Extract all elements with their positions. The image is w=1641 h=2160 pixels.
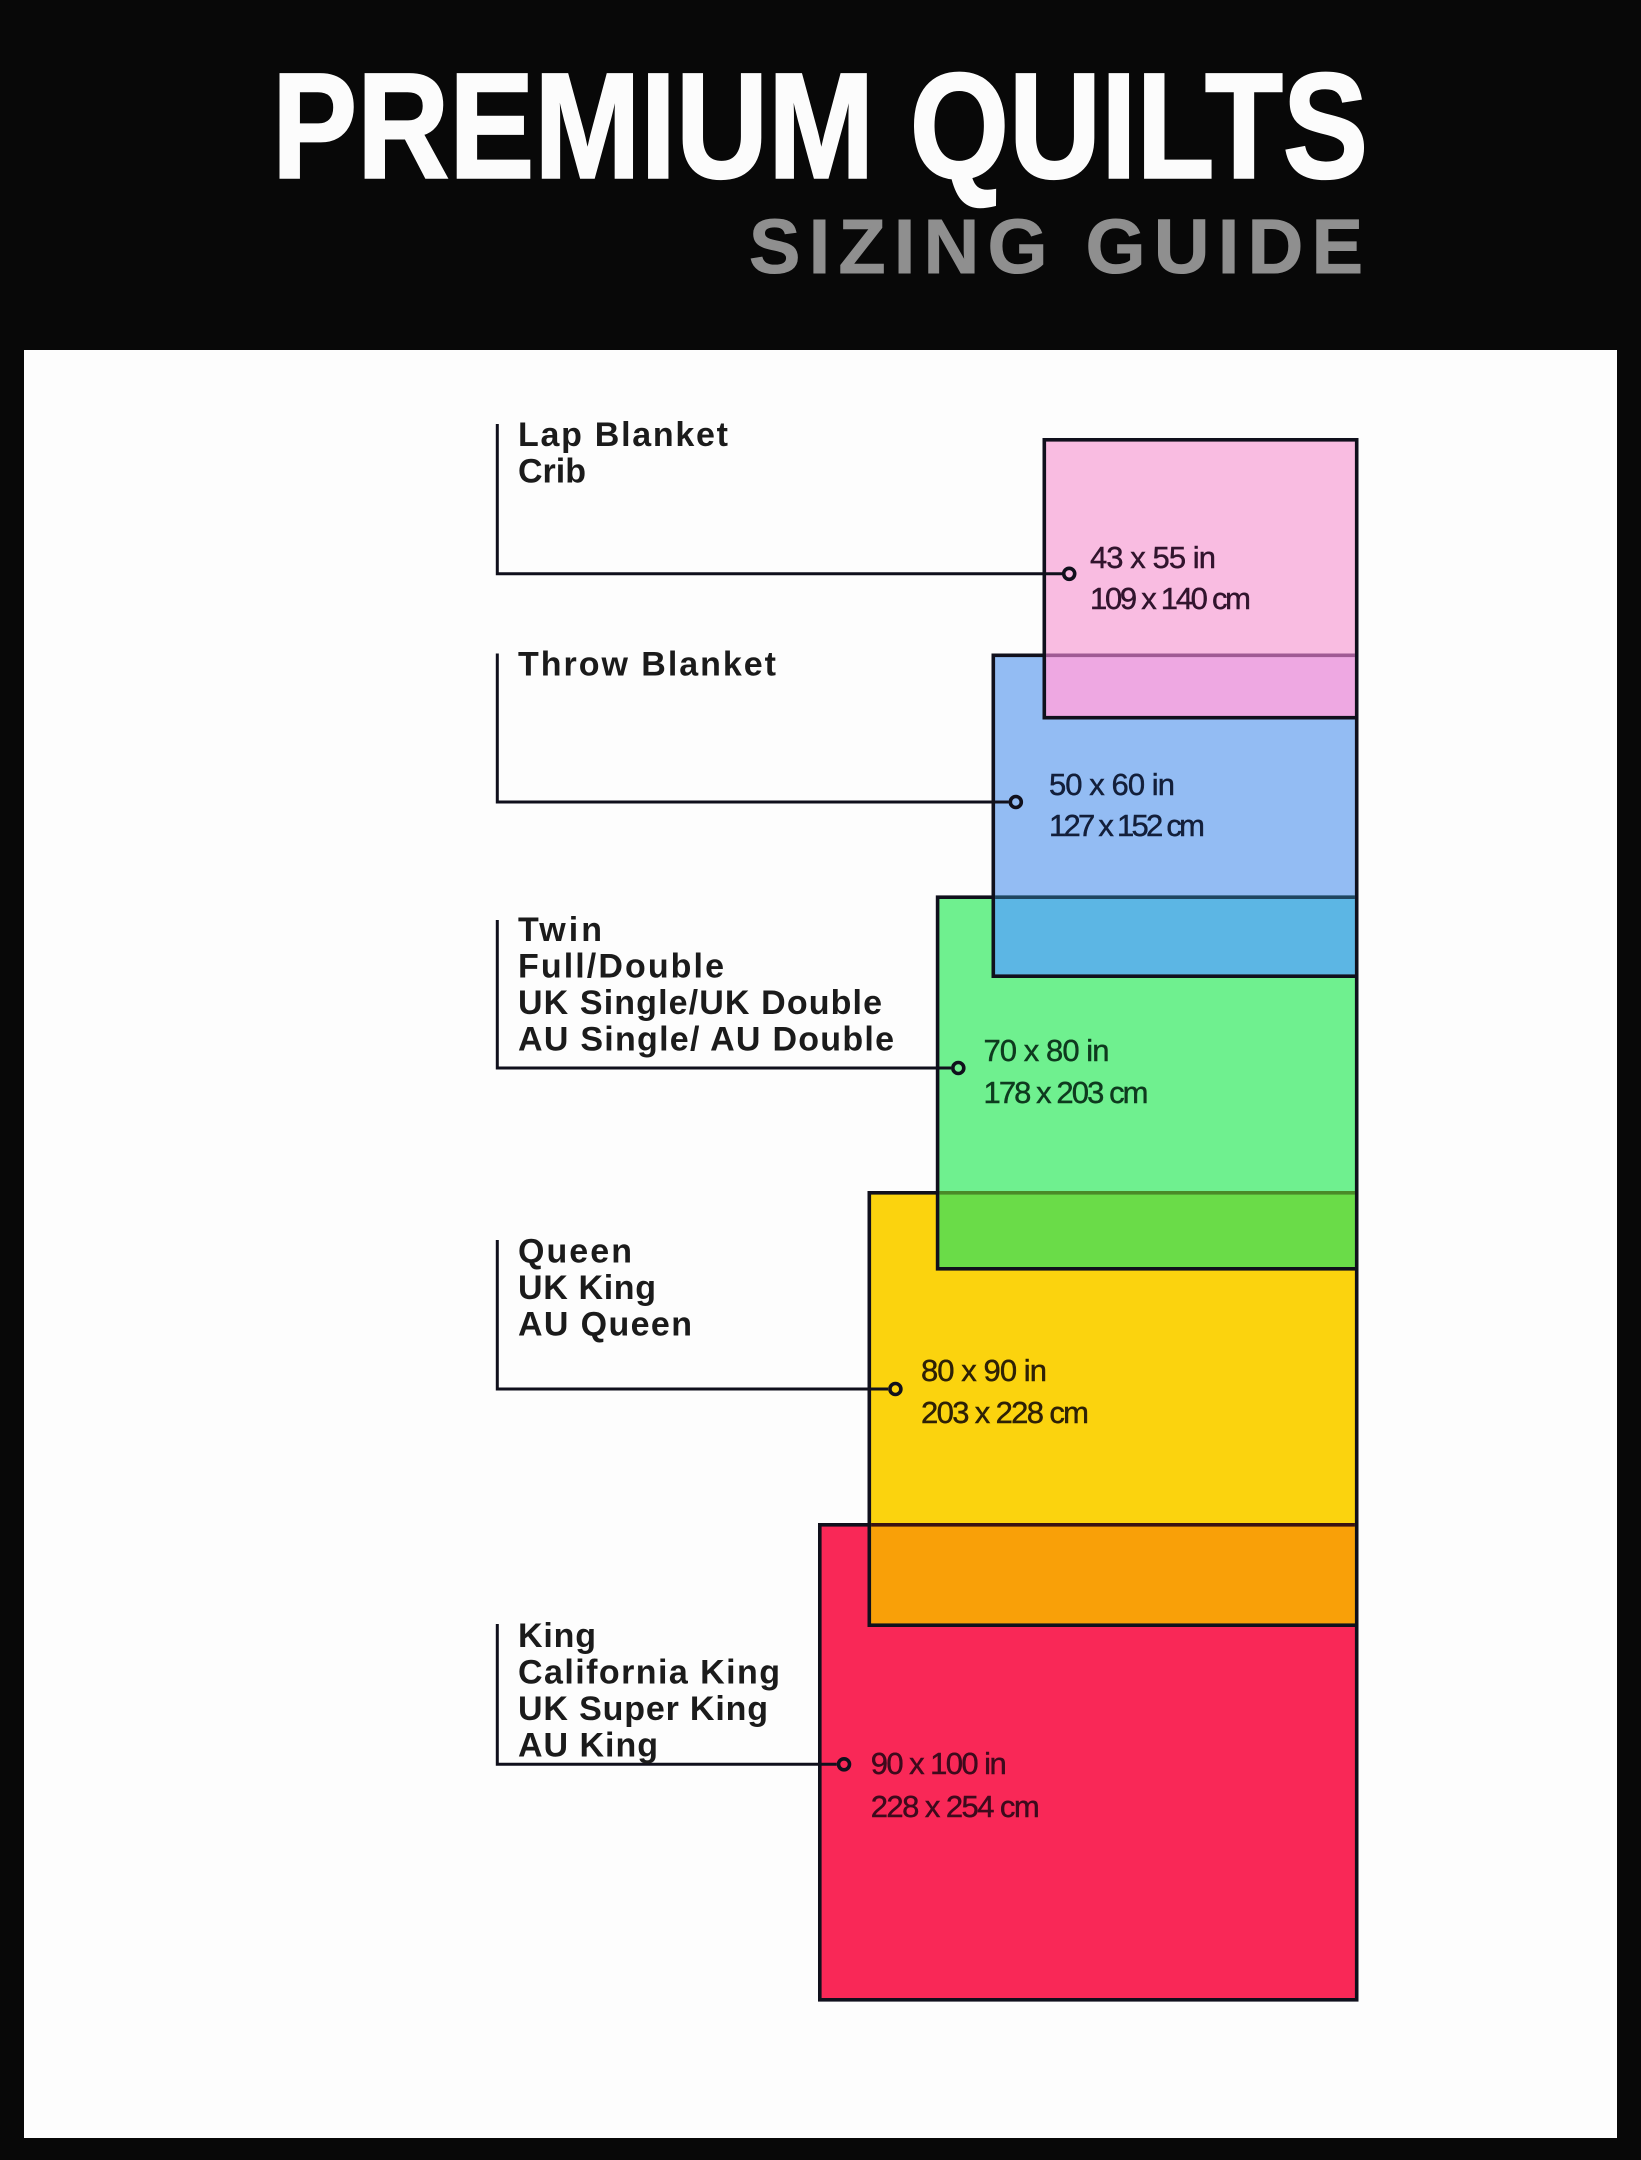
svg-text:SIZING GUIDE: SIZING GUIDE <box>749 204 1363 290</box>
svg-text:UK King: UK King <box>518 1269 656 1307</box>
svg-text:Throw Blanket: Throw Blanket <box>518 646 776 684</box>
svg-text:Crib: Crib <box>518 453 586 491</box>
svg-text:43 x 55 in: 43 x 55 in <box>1090 540 1216 575</box>
svg-text:Queen: Queen <box>518 1233 632 1271</box>
svg-text:80 x 90 in: 80 x 90 in <box>921 1353 1047 1388</box>
svg-text:Full/Double: Full/Double <box>518 948 724 986</box>
svg-text:203 x 228 cm: 203 x 228 cm <box>921 1395 1089 1430</box>
svg-text:UK Super King: UK Super King <box>518 1690 768 1728</box>
svg-text:California King: California King <box>518 1654 780 1692</box>
svg-text:228 x 254 cm: 228 x 254 cm <box>871 1789 1040 1824</box>
svg-text:Lap Blanket: Lap Blanket <box>518 416 728 454</box>
svg-text:178 x 203 cm: 178 x 203 cm <box>984 1075 1149 1110</box>
svg-text:UK Single/UK Double: UK Single/UK Double <box>518 984 882 1022</box>
svg-text:109 x 140 cm: 109 x 140 cm <box>1090 581 1251 616</box>
svg-text:127 x 152 cm: 127 x 152 cm <box>1049 808 1205 843</box>
svg-text:AU Queen: AU Queen <box>518 1306 692 1344</box>
svg-text:AU Single/ AU Double: AU Single/ AU Double <box>518 1021 894 1059</box>
svg-text:90 x 100 in: 90 x 100 in <box>871 1746 1007 1781</box>
svg-text:50 x 60 in: 50 x 60 in <box>1049 767 1175 802</box>
svg-text:Twin: Twin <box>518 911 602 949</box>
svg-text:AU King: AU King <box>518 1727 658 1765</box>
svg-text:King: King <box>518 1617 596 1655</box>
svg-text:70 x 80 in: 70 x 80 in <box>984 1033 1110 1068</box>
svg-text:PREMIUM QUILTS: PREMIUM QUILTS <box>272 42 1368 210</box>
